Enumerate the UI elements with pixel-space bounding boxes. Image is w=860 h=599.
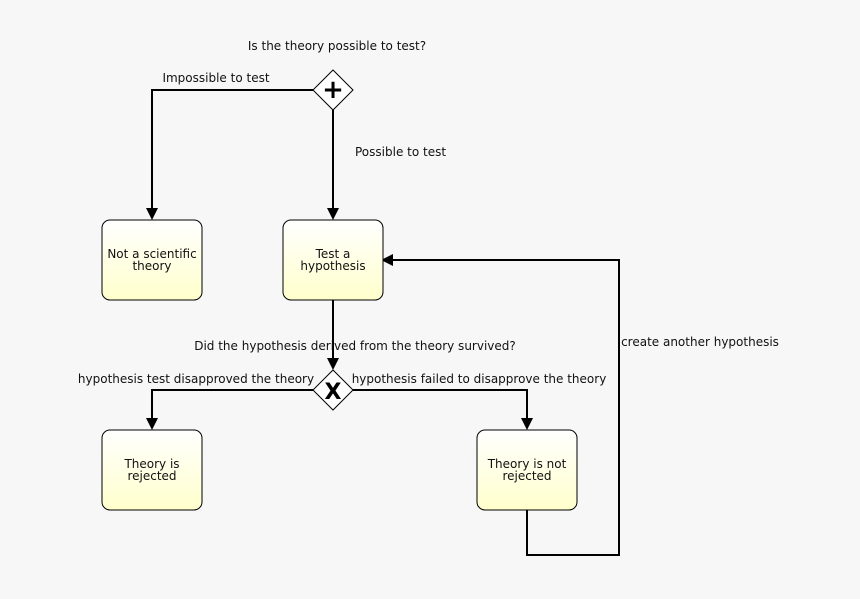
exclusive-gateway: X	[312, 369, 354, 411]
task-theory-rejected: Theory is rejected	[101, 429, 203, 511]
impossible-edge-label: Impossible to test	[162, 71, 269, 85]
task-test-hypothesis: Test a hypothesis	[282, 219, 384, 301]
disapproved-edge-label: hypothesis test disapproved the theory	[78, 372, 314, 386]
question-survived-label: Did the hypothesis derived from the theo…	[194, 339, 516, 353]
task-theory-not-rejected: Theory is not rejected	[476, 429, 578, 511]
task-theory-rejected-line-1: Theory is	[123, 457, 179, 471]
task-not-scientific-line-2: theory	[132, 259, 171, 273]
exclusive-gateway-symbol: X	[325, 380, 342, 405]
task-theory-rejected-line-2: rejected	[127, 469, 176, 483]
task-not-scientific-line-1: Not a scientific	[107, 247, 196, 261]
loop-edge-label: create another hypothesis	[621, 335, 779, 349]
task-theory-not-rejected-line-1: Theory is not	[487, 457, 567, 471]
task-theory-not-rejected-line-2: rejected	[502, 469, 551, 483]
edge-impossible	[146, 89, 313, 220]
parallel-gateway-symbol: +	[322, 75, 344, 105]
parallel-gateway: +	[312, 69, 354, 111]
failed-edge-label: hypothesis failed to disapprove the theo…	[352, 372, 607, 386]
edge-disapproved	[146, 389, 313, 430]
edge-loop	[381, 254, 620, 556]
possible-edge-label: Possible to test	[355, 145, 446, 159]
task-test-hypothesis-line-2: hypothesis	[300, 259, 365, 273]
edge-failed	[353, 389, 533, 430]
task-not-scientific: Not a scientific theory	[101, 219, 203, 301]
task-test-hypothesis-line-1: Test a	[315, 247, 351, 261]
question-test-label: Is the theory possible to test?	[248, 39, 426, 53]
